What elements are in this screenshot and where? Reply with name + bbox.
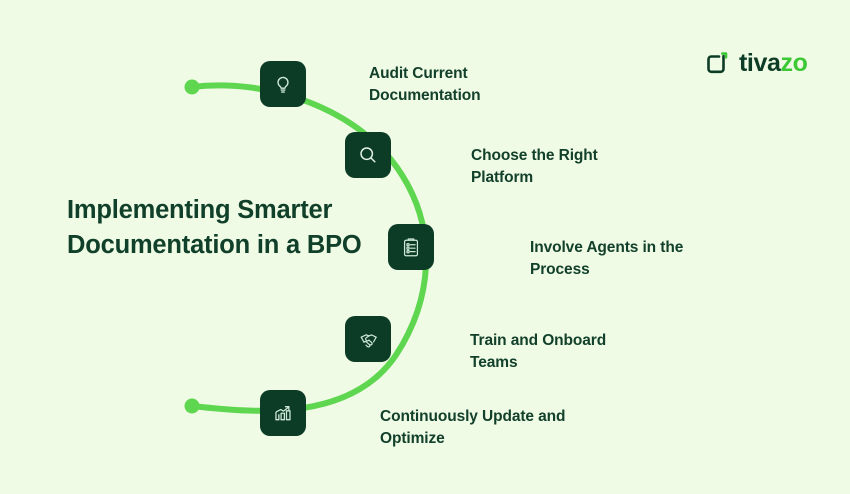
step-2-label-line1: Choose the Right	[471, 147, 598, 164]
step-2-label-line2: Platform	[471, 169, 534, 187]
brand-name-dark: tiva	[739, 48, 781, 77]
bar-chart-growth-icon	[272, 402, 294, 424]
step-5-label: Continuously Update and Optimize	[380, 406, 610, 451]
step-2-label: Choose the Right Platform	[471, 145, 661, 190]
lightbulb-icon	[272, 73, 294, 95]
step-2-icon-tile[interactable]	[345, 132, 391, 178]
tivazo-mark-icon	[704, 50, 730, 76]
step-5-label-line2: Optimize	[380, 430, 445, 448]
step-4-icon-tile[interactable]	[345, 316, 391, 362]
arc-start-dot	[184, 79, 200, 95]
clipboard-checklist-icon	[400, 236, 422, 258]
brand-name-bright: zo	[780, 48, 808, 77]
step-1-label-line1: Audit Current	[369, 65, 468, 82]
step-3-label-line2: Process	[530, 261, 590, 279]
step-1-label-line2: Documentation	[369, 87, 481, 105]
step-3-label: Involve Agents in the Process	[530, 237, 730, 282]
step-1-label: Audit Current Documentation	[369, 63, 549, 108]
step-1-icon-tile[interactable]	[260, 61, 306, 107]
step-5-icon-tile[interactable]	[260, 390, 306, 436]
step-4-label-line2: Teams	[470, 354, 518, 372]
handshake-icon	[357, 328, 380, 351]
page-title: Implementing Smarter Documentation in a …	[67, 193, 397, 263]
page-title-line1: Implementing Smarter	[67, 196, 333, 224]
step-4-label-line1: Train and Onboard	[470, 332, 607, 349]
page-title-line2: Documentation in a BPO	[67, 231, 362, 260]
step-3-label-line1: Involve Agents in the	[530, 239, 684, 256]
magnifying-glass-icon	[357, 144, 379, 166]
brand-name: tivazo	[739, 48, 808, 77]
step-3-icon-tile[interactable]	[388, 224, 434, 270]
step-4-label: Train and Onboard Teams	[470, 330, 660, 375]
arc-end-dot	[184, 398, 200, 414]
brand-logo: tivazo	[704, 48, 808, 77]
step-5-label-line1: Continuously Update and	[380, 408, 566, 425]
